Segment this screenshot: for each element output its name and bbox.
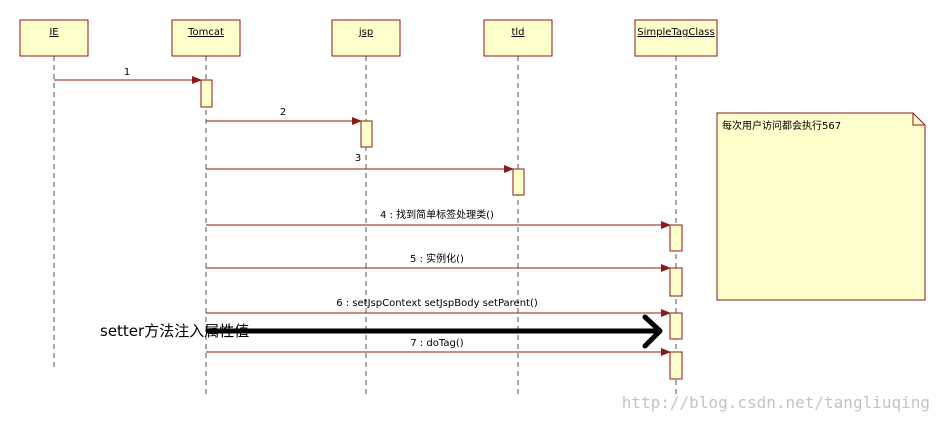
activation-tomcat bbox=[200, 79, 213, 108]
object-label: jsp bbox=[358, 27, 373, 38]
message-1: 1 bbox=[54, 67, 202, 84]
activation-simpletag-6 bbox=[669, 312, 683, 340]
message-label: 1 bbox=[124, 67, 130, 78]
message-label: 7 : doTag() bbox=[410, 338, 463, 349]
message-label: 3 bbox=[355, 153, 361, 164]
annotation-arrow bbox=[205, 314, 663, 349]
note-text: 每次用户访问都会执行567 bbox=[722, 119, 841, 132]
activation-jsp bbox=[360, 120, 373, 148]
object-label: Tomcat bbox=[187, 27, 224, 38]
activation-simpletag-4 bbox=[669, 224, 683, 252]
object-simpletag: SimpleTagClass bbox=[634, 19, 718, 57]
watermark: http://blog.csdn.net/tangliuqing bbox=[622, 393, 930, 412]
message-6: 6 : setJspContext setJspBody setParent() bbox=[206, 298, 671, 317]
object-tomcat: Tomcat bbox=[171, 19, 241, 57]
note: 每次用户访问都会执行567 bbox=[716, 112, 926, 301]
message-2: 2 bbox=[206, 107, 362, 125]
annotation-text: setter方法注入属性值 bbox=[100, 322, 249, 340]
message-label: 6 : setJspContext setJspBody setParent() bbox=[336, 298, 538, 309]
object-jsp: jsp bbox=[331, 19, 401, 57]
message-5: 5 : 实例化() bbox=[206, 252, 671, 272]
message-label: 2 bbox=[280, 107, 286, 118]
message-7: 7 : doTag() bbox=[206, 338, 671, 356]
object-tld: tld bbox=[483, 19, 553, 57]
object-ie: IE bbox=[19, 19, 89, 57]
activation-tld bbox=[512, 168, 525, 196]
activation-simpletag-5 bbox=[669, 267, 683, 297]
object-label: SimpleTagClass bbox=[637, 27, 714, 38]
object-label: tld bbox=[511, 27, 524, 38]
message-label: 4 : 找到简单标签处理类() bbox=[380, 208, 494, 221]
activation-simpletag-7 bbox=[669, 351, 683, 380]
message-4: 4 : 找到简单标签处理类() bbox=[206, 208, 671, 229]
object-label: IE bbox=[49, 27, 58, 38]
message-3: 3 bbox=[206, 153, 514, 173]
message-label: 5 : 实例化() bbox=[410, 252, 464, 265]
